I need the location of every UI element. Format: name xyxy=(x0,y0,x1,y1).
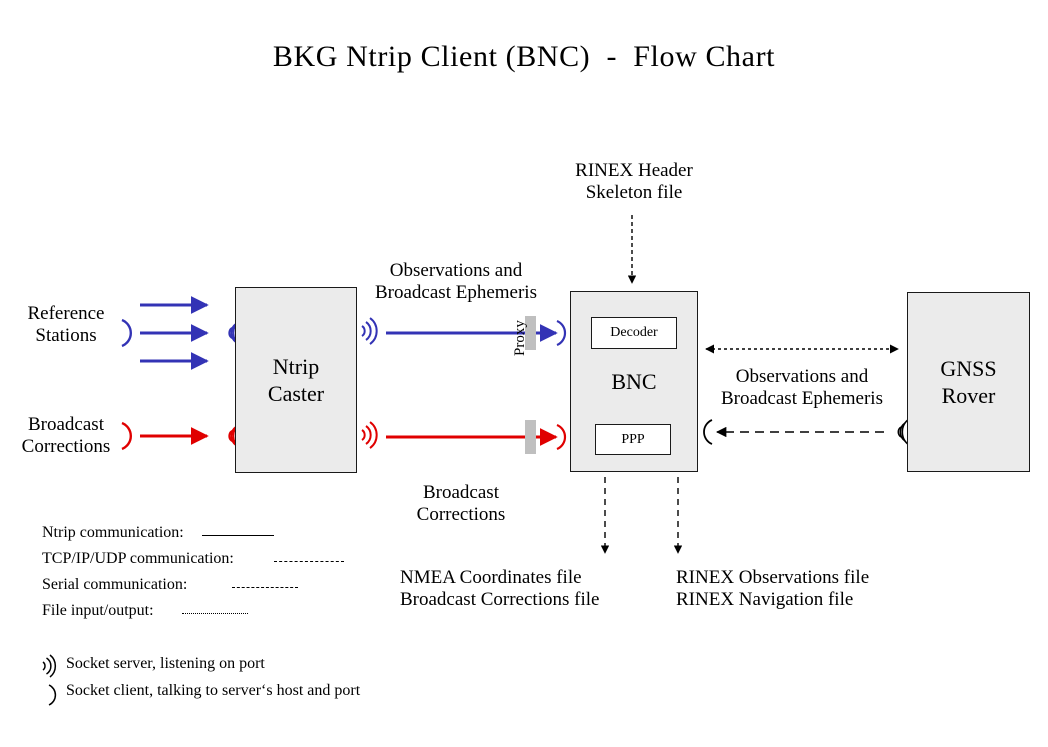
socket-server-icon-caster-out-observations xyxy=(361,317,378,345)
proxy-bar-lower xyxy=(525,420,536,454)
socket-client-icon-legend xyxy=(48,684,57,706)
node-gnss-rover-line2: Rover xyxy=(941,383,996,408)
socket-client-icon-bnc-rover xyxy=(703,419,713,445)
node-ntrip-caster[interactable]: Ntrip Caster xyxy=(235,287,357,473)
node-gnss-rover[interactable]: GNSS Rover xyxy=(907,292,1030,472)
legend-row: Serial communication: xyxy=(42,576,362,602)
legend-row: Ntrip communication: xyxy=(42,524,362,550)
label-broadcast-corrections-mid: Broadcast Corrections xyxy=(416,482,506,526)
node-gnss-rover-line1: GNSS xyxy=(940,355,997,381)
socket-server-icon-rover xyxy=(897,418,910,446)
legend-socket-row-client: Socket client, talking to server‘s host … xyxy=(38,680,438,707)
proxy-bar-upper xyxy=(525,316,536,350)
legend-line-styles: Ntrip communication: TCP/IP/UDP communic… xyxy=(42,524,362,628)
node-bnc-ppp[interactable]: PPP xyxy=(595,424,671,455)
arrow-reference-stations-to-caster xyxy=(140,296,209,370)
legend-socket-symbols: Socket server, listening on port Socket … xyxy=(38,653,438,707)
legend-socket-row-server: Socket server, listening on port xyxy=(38,653,438,680)
legend-label-serial-communication: Serial communication: xyxy=(42,576,188,593)
page-title: BKG Ntrip Client (BNC) - Flow Chart xyxy=(272,40,776,73)
node-ntrip-caster-line1: Ntrip xyxy=(272,353,320,379)
label-broadcast-corrections-left: Broadcast Corrections xyxy=(21,414,111,458)
legend-swatch-dash-dot xyxy=(232,587,298,588)
socket-client-icon-broadcast-corrections xyxy=(121,421,132,451)
node-bnc-label: BNC xyxy=(611,368,657,394)
label-observations-ephemeris-left: Observations and Broadcast Ephemeris xyxy=(375,260,537,304)
socket-client-icon-bnc-observations xyxy=(556,319,567,347)
node-bnc-decoder[interactable]: Decoder xyxy=(591,317,677,349)
legend-row: TCP/IP/UDP communication: xyxy=(42,550,362,576)
label-observations-ephemeris-right: Observations and Broadcast Ephemeris xyxy=(721,366,883,410)
label-rinex-output-files: RINEX Observations file RINEX Navigation… xyxy=(676,567,870,611)
legend-label-socket-client: Socket client, talking to server‘s host … xyxy=(66,682,361,699)
label-nmea-output-files: NMEA Coordinates file Broadcast Correcti… xyxy=(400,567,600,611)
legend-swatch-solid xyxy=(202,535,274,536)
legend-swatch-long-dash xyxy=(274,561,344,562)
legend-label-file-input-output: File input/output: xyxy=(42,602,154,619)
label-rinex-header-skeleton-file: RINEX Header Skeleton file xyxy=(575,160,693,204)
legend-label-socket-server: Socket server, listening on port xyxy=(66,655,265,672)
legend-label-ntrip-communication: Ntrip communication: xyxy=(42,524,184,541)
socket-server-icon-caster-out-corrections xyxy=(361,421,378,449)
legend-row: File input/output: xyxy=(42,602,362,628)
socket-client-icon-bnc-corrections xyxy=(556,423,567,451)
socket-server-icon-legend xyxy=(42,654,57,678)
legend-label-tcpip-udp-communication: TCP/IP/UDP communication: xyxy=(42,550,234,567)
node-ntrip-caster-line2: Caster xyxy=(267,381,325,406)
legend-swatch-dotted xyxy=(182,613,248,614)
label-proxy: Proxy xyxy=(512,320,528,356)
label-reference-stations: Reference Stations xyxy=(27,303,105,347)
socket-client-icon-reference-stations xyxy=(121,318,132,348)
